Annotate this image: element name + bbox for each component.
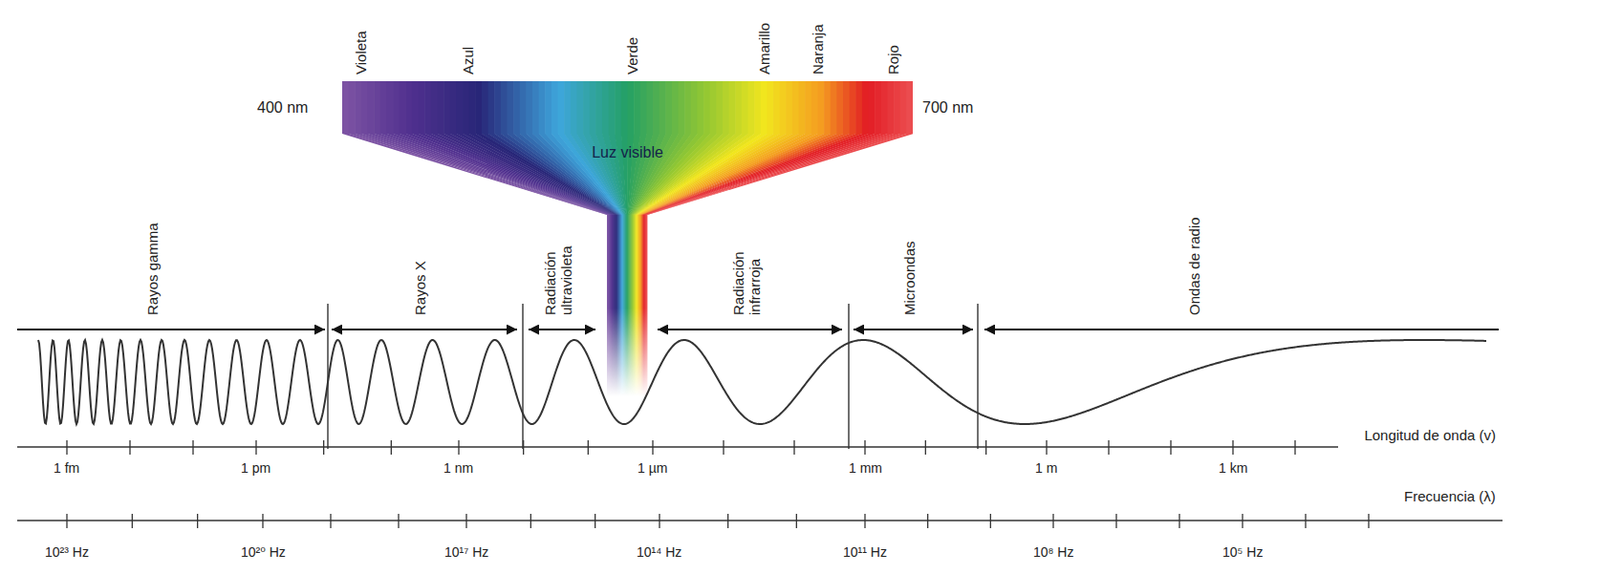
- wavelength-value: 1 nm: [443, 460, 474, 476]
- frequency-value: 10⁵ Hz: [1222, 544, 1263, 561]
- band-name: Radiación infrarroja: [730, 227, 764, 316]
- band-separators: [327, 303, 978, 450]
- axis-title: Frecuencia (λ): [1404, 488, 1496, 505]
- frequency-value: 10¹⁷ Hz: [444, 544, 489, 561]
- frequency-value: 10²⁰ Hz: [240, 544, 286, 561]
- wavelength-value: 1 pm: [240, 460, 271, 476]
- band-name: Radiación ultravioleta: [541, 227, 576, 316]
- visible-light-label: Luz visible: [342, 144, 913, 162]
- wavelength-value: 1 mm: [848, 460, 883, 476]
- frequency-value: 10²³ Hz: [44, 544, 89, 561]
- wavelength-value: 1 fm: [53, 460, 80, 476]
- color-name: Verde: [624, 37, 641, 75]
- band-arrows: [17, 328, 1499, 331]
- color-name: Violeta: [352, 30, 369, 75]
- wavelength-limit: 700 nm: [922, 99, 973, 117]
- funnel-shape: [342, 81, 913, 397]
- visible-light-funnel: Luz visible: [342, 81, 913, 397]
- wavelength-value: 1 m: [1035, 460, 1058, 476]
- frequency-value: 10⁸ Hz: [1033, 544, 1074, 561]
- band-name: Ondas de radio: [1186, 216, 1203, 316]
- color-name: Naranja: [809, 23, 826, 75]
- wavelength-value: 1 µm: [637, 460, 668, 476]
- wavelength-value: 1 km: [1218, 460, 1248, 476]
- band-name: Rayos gamma: [144, 222, 161, 316]
- color-name: Amarillo: [756, 22, 773, 75]
- axis-title: Longitud de onda (v): [1342, 427, 1496, 444]
- wave-curve: [38, 340, 1487, 425]
- scale-axes: [17, 440, 1503, 529]
- band-name: Microondas: [901, 240, 918, 316]
- frequency-value: 10¹⁴ Hz: [636, 544, 682, 561]
- wavelength-limit: 400 nm: [257, 99, 308, 117]
- color-name: Rojo: [885, 44, 902, 75]
- color-name: Azul: [459, 46, 476, 75]
- band-name: Rayos X: [411, 260, 429, 316]
- frequency-value: 10¹¹ Hz: [843, 544, 887, 561]
